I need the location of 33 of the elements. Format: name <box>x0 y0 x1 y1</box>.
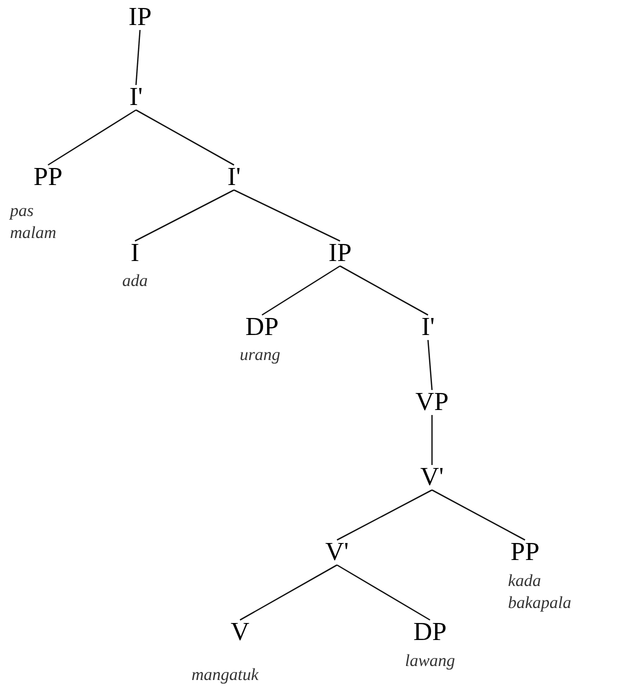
tree-branch <box>136 109 234 166</box>
tree-branch <box>336 564 430 621</box>
category-label: I' <box>127 82 145 112</box>
tree-branch <box>240 564 338 621</box>
tree-branch <box>336 489 432 541</box>
category-label: V <box>228 617 252 647</box>
word-label: lawang <box>404 650 456 672</box>
category-label: DP <box>243 312 281 342</box>
word-label: mangatuk <box>190 664 260 686</box>
category-label: I <box>128 238 142 268</box>
category-label: PP <box>32 162 64 192</box>
category-label: V' <box>418 462 446 492</box>
category-label: I' <box>419 312 437 342</box>
tree-branch <box>431 415 433 465</box>
category-label: IP <box>326 238 354 268</box>
tree-branch <box>262 265 340 316</box>
word-label: pas malam <box>10 200 58 244</box>
tree-branch <box>427 340 433 390</box>
tree-branch <box>234 189 340 242</box>
category-label: V' <box>323 537 351 567</box>
tree-branch <box>340 265 428 316</box>
tree-branch <box>134 189 234 242</box>
category-label: I' <box>225 162 243 192</box>
tree-branch <box>432 489 526 541</box>
category-label: PP <box>508 537 542 567</box>
category-label: VP <box>413 387 451 417</box>
tree-branch <box>48 109 136 166</box>
word-label: urang <box>238 344 282 366</box>
tree-branch <box>135 30 141 86</box>
category-label: IP <box>126 2 154 32</box>
word-label: kada bakapala <box>508 570 572 614</box>
word-label: ada <box>121 270 149 292</box>
category-label: DP <box>411 617 449 647</box>
